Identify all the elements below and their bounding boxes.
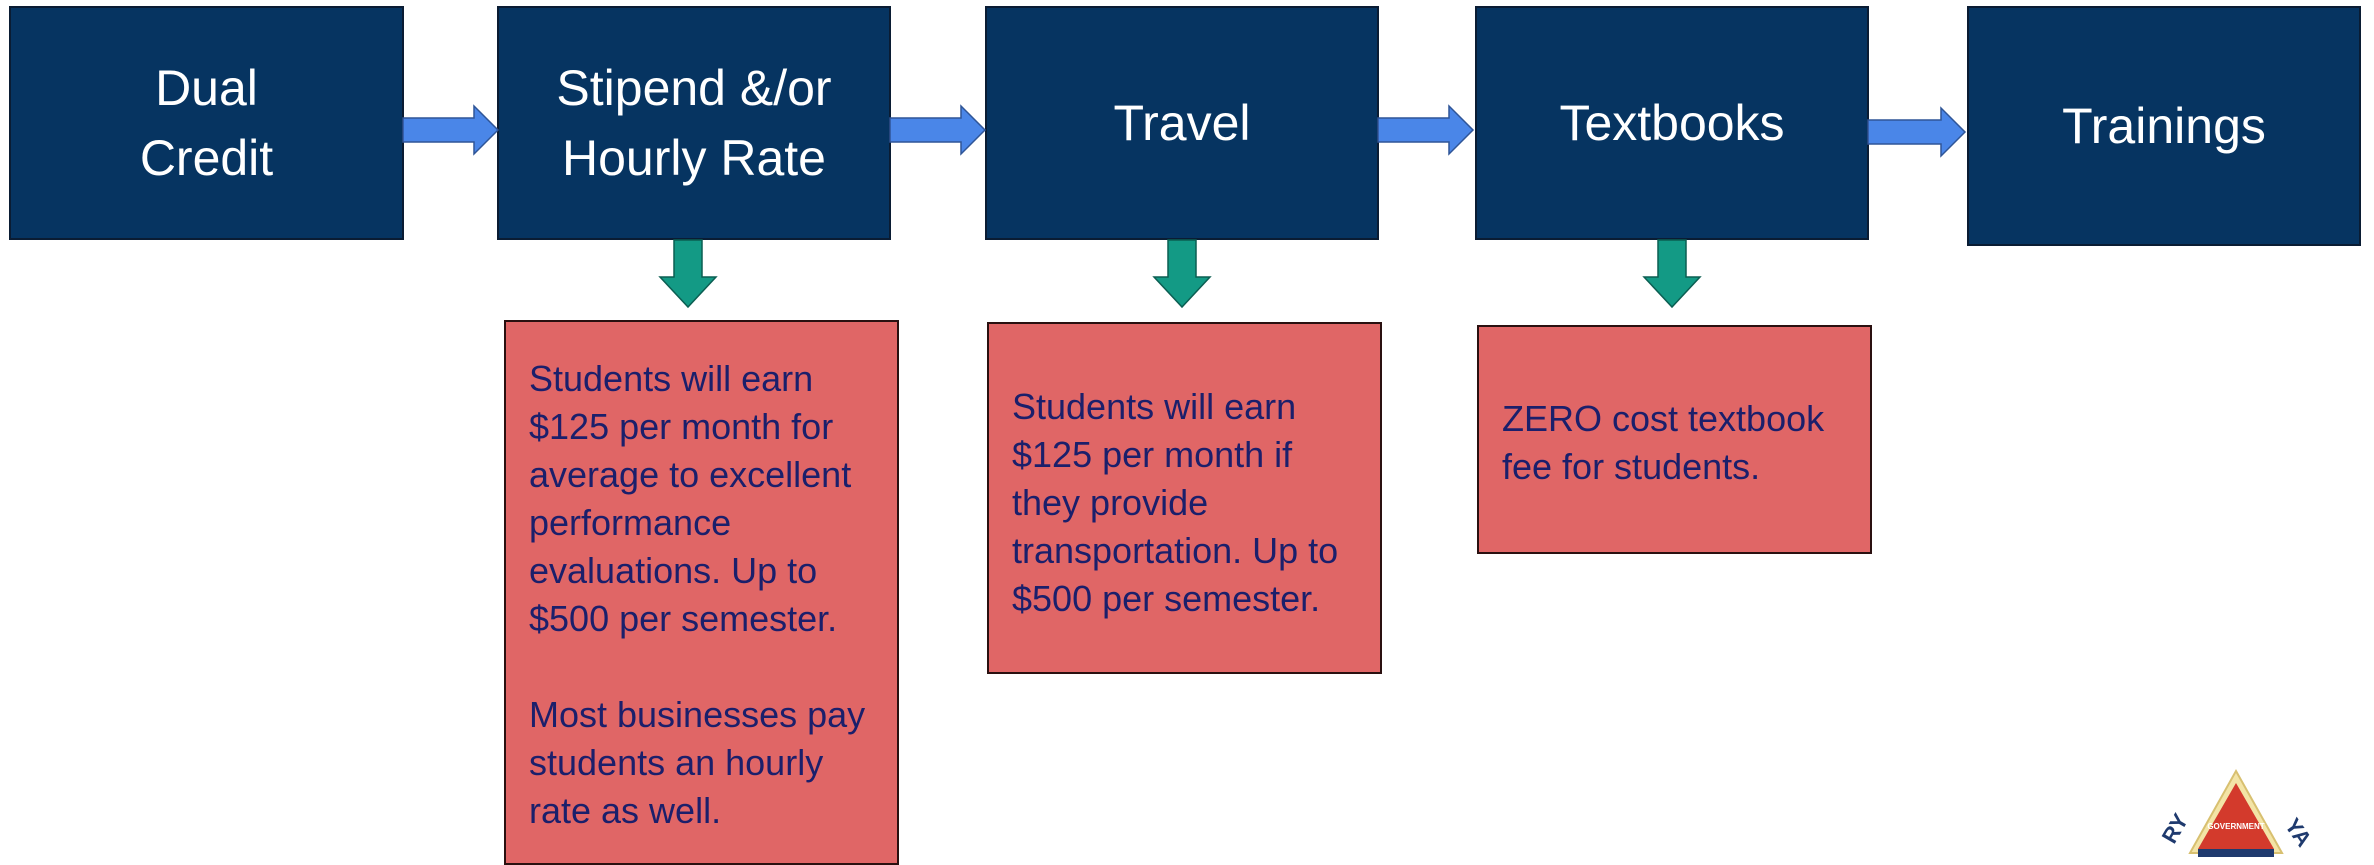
svg-text:RY: RY xyxy=(2157,809,2194,848)
note-stipend-details: Students will earn $125 per month for av… xyxy=(504,320,899,865)
right-arrow-icon xyxy=(1867,106,1967,158)
step-trainings: Trainings xyxy=(1967,6,2361,246)
note-travel-details: Students will earn $125 per month if the… xyxy=(987,322,1382,674)
step-stipend-hourly-rate: Stipend &/or Hourly Rate xyxy=(497,6,891,240)
svg-text:YA: YA xyxy=(2280,814,2317,852)
right-arrow-icon xyxy=(402,104,500,156)
down-arrow-icon xyxy=(658,239,718,309)
step-dual-credit: Dual Credit xyxy=(9,6,404,240)
step-textbooks: Textbooks xyxy=(1475,6,1869,240)
note-textbooks-details: ZERO cost textbook fee for students. xyxy=(1477,325,1872,554)
down-arrow-icon xyxy=(1152,239,1212,309)
svg-text:GOVERNMENT: GOVERNMENT xyxy=(2207,822,2264,831)
right-arrow-icon xyxy=(889,104,987,156)
down-arrow-icon xyxy=(1642,239,1702,309)
step-travel: Travel xyxy=(985,6,1379,240)
right-arrow-icon xyxy=(1377,104,1475,156)
logo-icon: GOVERNMENT RY YA xyxy=(2157,768,2317,857)
